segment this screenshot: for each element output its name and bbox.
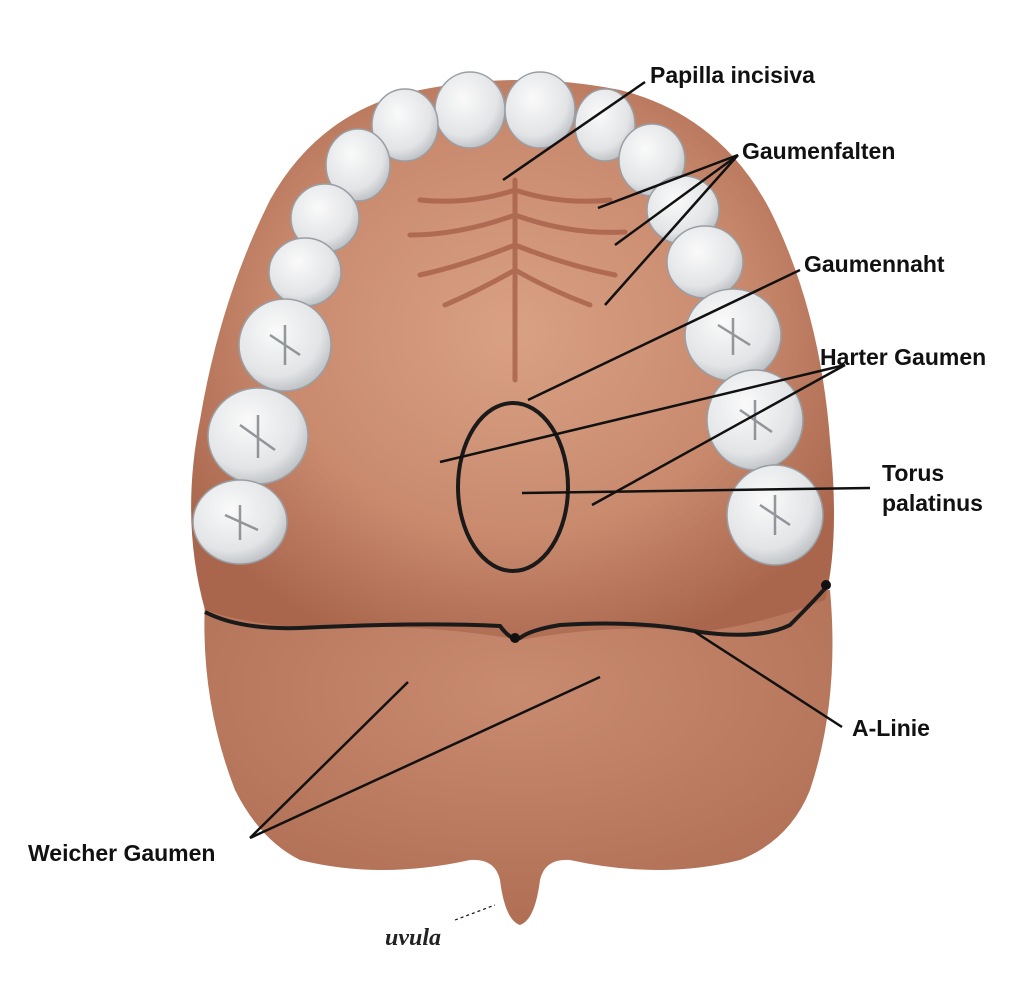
leader-papilla-incisiva — [502, 80, 646, 182]
leader-torus-palatinus — [521, 486, 871, 495]
label-gaumenfalten: Gaumenfalten — [742, 138, 896, 164]
soft-palate — [204, 590, 833, 925]
a-line-point-right — [821, 580, 831, 590]
label-gaumennaht: Gaumennaht — [804, 251, 945, 277]
leader-gaumenfalten-2 — [614, 153, 739, 247]
leader-a-linie — [694, 630, 843, 729]
label-harter-gaumen: Harter Gaumen — [820, 344, 987, 370]
leader-gaumennaht — [527, 268, 801, 402]
label-uvula: uvula — [385, 925, 442, 951]
leader-gaumenfalten-1 — [597, 153, 739, 210]
palatal-rugae — [407, 177, 628, 383]
leader-uvula — [454, 904, 496, 921]
torus-palatinus-outline — [456, 401, 570, 573]
label-weicher-gaumen: Weicher Gaumen — [28, 840, 216, 866]
a-line-point-center — [510, 633, 520, 643]
molar-fissures — [224, 318, 791, 540]
a-line-curve — [204, 583, 830, 641]
label-papilla-incisiva: Papilla incisiva — [650, 62, 815, 88]
leader-weicher-gaumen-1 — [249, 681, 409, 839]
label-torus-line2: palatinus — [882, 490, 983, 516]
label-a-linie: A-Linie — [852, 715, 930, 741]
label-torus-line1: Torus — [882, 460, 945, 486]
leader-gaumenfalten-3 — [604, 154, 739, 306]
leader-weicher-gaumen-2 — [249, 675, 601, 840]
leader-harter-gaumen-2 — [591, 363, 846, 507]
leader-lines — [249, 80, 871, 921]
leader-harter-gaumen-1 — [439, 363, 846, 464]
